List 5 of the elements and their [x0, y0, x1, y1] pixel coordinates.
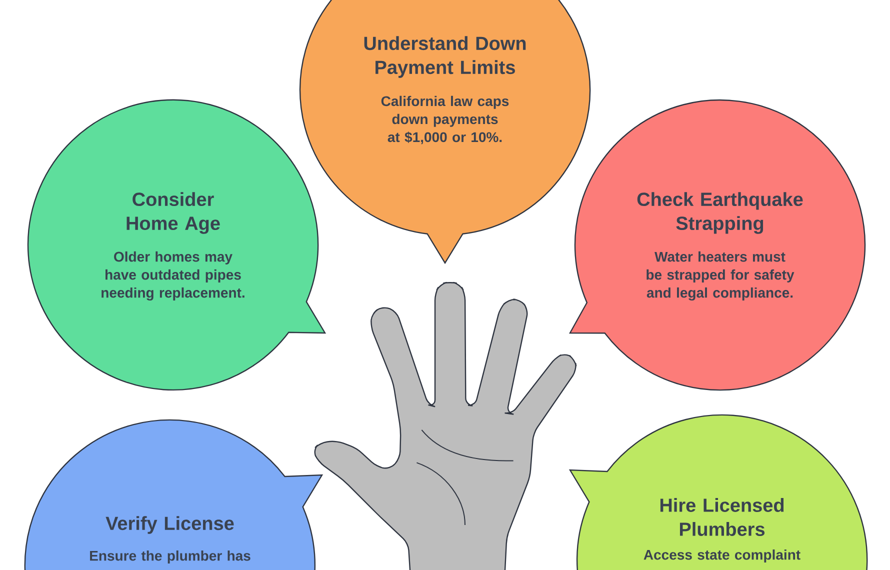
speech-bubble: Hire Licensed Plumbers Access state complaint [569, 414, 868, 570]
speech-bubble: Consider Home Age Older homes may have outdated pipes needing replacement. [27, 99, 326, 390]
speech-bubble: Understand Down Payment Limits California law caps down payments at $1,000 or 10%. [299, 0, 591, 264]
speech-bubble: Check Earthquake Strapping Water heaters must be strapped for safety and legal compliance. [569, 99, 866, 391]
speech-bubble: Verify License Ensure the plumber has [24, 419, 323, 570]
